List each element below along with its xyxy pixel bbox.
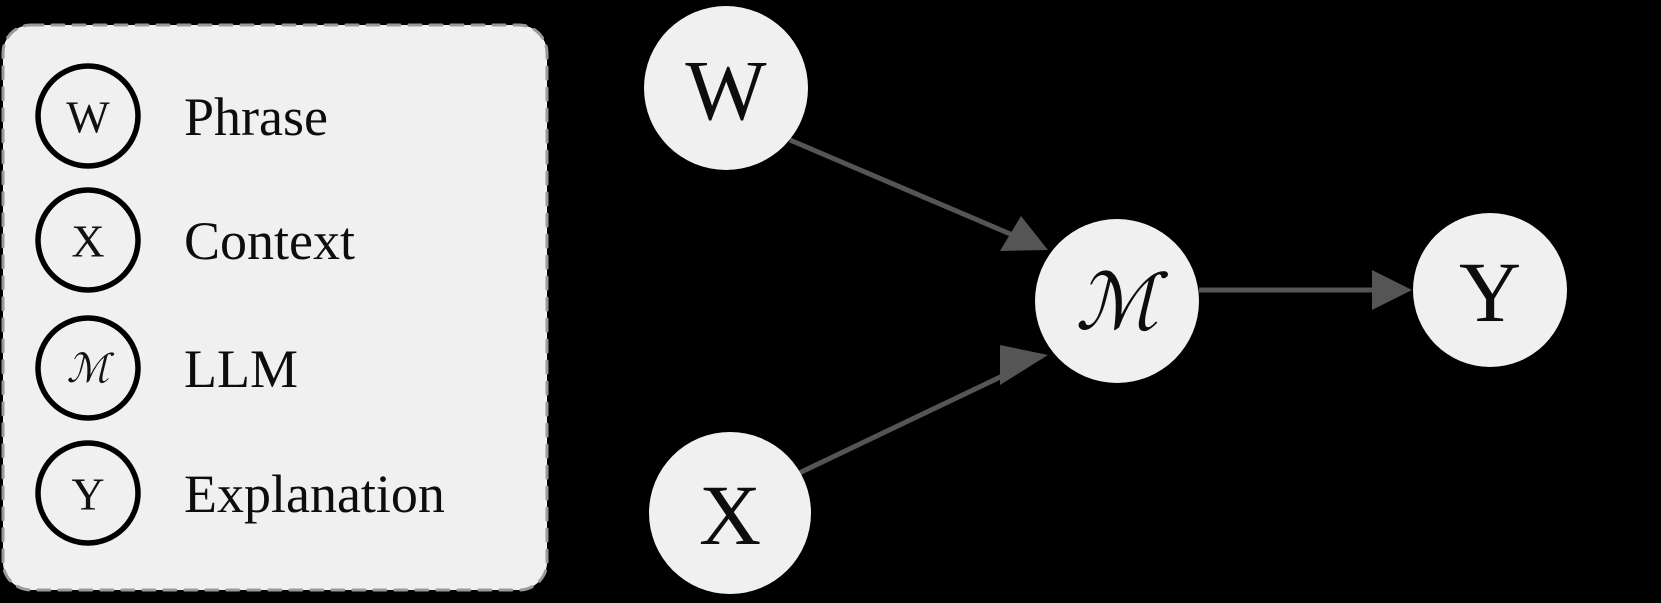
legend-node-icon-x (35, 187, 141, 293)
legend-panel: W Phrase X Context ℳ LLM Y Explanation (1, 23, 549, 592)
legend-glyph-x: X (71, 216, 104, 267)
edges-group (789, 137, 1412, 478)
legend-item-explanation[interactable]: Y Explanation (35, 440, 445, 546)
legend-item-context[interactable]: X Context (35, 187, 355, 293)
node-y[interactable]: Y (1413, 213, 1567, 367)
legend-label-phrase: Phrase (184, 87, 328, 147)
node-w[interactable]: W (644, 6, 808, 170)
edge-x-to-m-arrowhead (1000, 345, 1048, 385)
edge-x-to-m (793, 345, 1048, 478)
edge-w-to-m-line (789, 137, 1016, 239)
legend-label-explanation: Explanation (184, 464, 445, 524)
node-x-circle (649, 432, 811, 594)
edge-w-to-m-arrowhead (1000, 216, 1048, 251)
legend-node-icon-m (35, 315, 141, 421)
node-x-label: X (699, 467, 761, 563)
edge-w-to-m (789, 137, 1048, 251)
legend-glyph-m: ℳ (67, 346, 115, 392)
legend-label-context: Context (184, 211, 355, 271)
edge-m-to-y-arrowhead (1372, 270, 1412, 310)
node-x[interactable]: X (649, 432, 811, 594)
node-w-label: W (685, 42, 766, 138)
legend-glyph-w: W (66, 92, 110, 143)
legend-glyph-y: Y (71, 469, 104, 520)
legend-item-phrase[interactable]: W Phrase (35, 63, 328, 169)
node-m[interactable]: ℳ (1035, 219, 1199, 383)
edge-m-to-y (1199, 270, 1412, 310)
node-y-circle (1413, 213, 1567, 367)
legend-label-llm: LLM (184, 339, 298, 399)
legend-item-llm[interactable]: ℳ LLM (35, 315, 298, 421)
node-w-circle (644, 6, 808, 170)
node-y-label: Y (1459, 244, 1521, 340)
legend-node-icon-w (35, 63, 141, 169)
node-m-label: ℳ (1075, 258, 1169, 348)
node-m-circle (1035, 219, 1199, 383)
nodes-group: W X ℳ Y (644, 6, 1567, 594)
legend-box-background (1, 23, 549, 592)
legend-node-icon-y (35, 440, 141, 546)
edge-x-to-m-line (793, 367, 1017, 478)
